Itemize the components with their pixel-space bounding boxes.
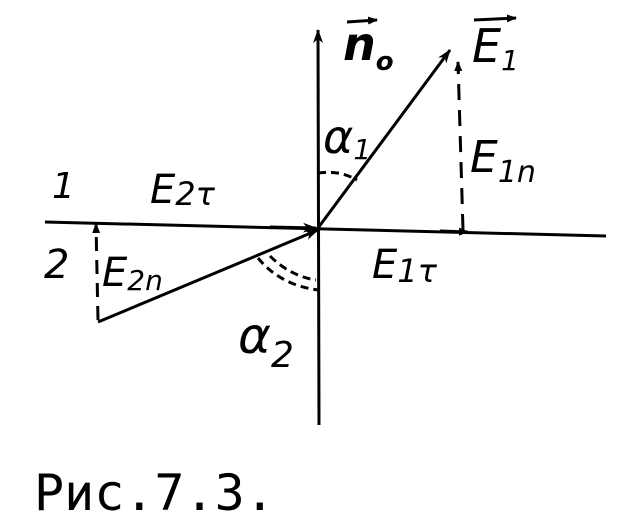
n0-overarrow: [346, 16, 378, 25]
label-e1n: E1n: [470, 132, 536, 190]
e1n-component: [454, 61, 465, 231]
e2-vector: [97, 228, 319, 324]
e1-overarrow: [473, 14, 517, 23]
alpha2-arc-inner: [268, 254, 317, 282]
e1t-component: [439, 227, 469, 236]
label-medium-1: 1: [52, 166, 75, 207]
label-e1t: E1τ: [372, 242, 438, 290]
alpha2-arc-outer: [256, 257, 319, 292]
label-e2n: E2n: [102, 250, 163, 297]
figure-caption: Рис.7.3.: [34, 464, 275, 522]
e2t-component: [269, 222, 317, 233]
alpha1-arc: [317, 170, 358, 182]
label-e1: E1: [472, 19, 519, 77]
label-alpha1: α1: [323, 110, 371, 166]
label-alpha2: α2: [238, 307, 294, 376]
e2n-component: [92, 223, 101, 321]
interface-line: [44, 220, 607, 238]
e1-vector: [316, 49, 452, 229]
label-e2t: E2τ: [150, 167, 216, 213]
label-medium-2: 2: [44, 242, 69, 288]
label-n0: no: [343, 17, 394, 77]
